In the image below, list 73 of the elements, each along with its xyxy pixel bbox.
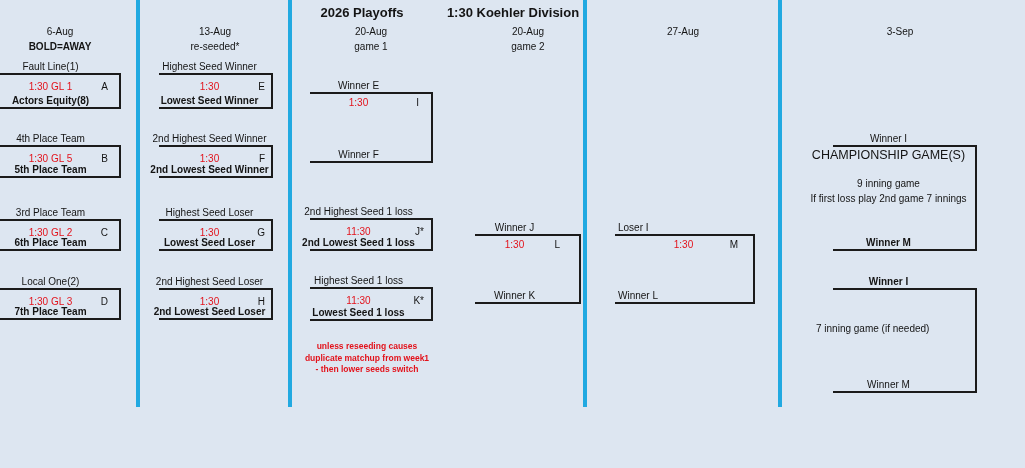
team-name: Winner I [868, 275, 909, 288]
team-name: Fault Line(1) [22, 60, 79, 73]
team-name: Highest Seed Winner [162, 60, 257, 73]
game-letter: F [258, 152, 265, 165]
team-name: 5th Place Team [14, 163, 87, 176]
team-name: Lowest Seed 1 loss [312, 306, 405, 319]
date-heading: 27-Aug [666, 25, 700, 38]
date-heading: 3-Sep [886, 25, 914, 38]
game-time: 1:30 GL 3 [28, 295, 73, 307]
game-note: If first loss play 2nd game 7 innings [810, 192, 967, 205]
team-name: Local One(2) [21, 275, 80, 288]
game-letter: G [257, 226, 265, 239]
team-name: 2nd Highest Seed Winner [152, 132, 267, 145]
team-name: 2nd Highest Seed 1 loss [304, 205, 413, 218]
date-heading: 20-Aug [354, 25, 388, 38]
team-name: Winner L [618, 289, 658, 302]
column-note: BOLD=AWAY [28, 40, 92, 53]
team-name: 2nd Lowest Seed Winner [150, 163, 269, 176]
column-note: game 1 [354, 40, 388, 53]
team-name: Lowest Seed Loser [163, 236, 256, 249]
team-name: Winner E [337, 79, 380, 92]
team-name: 2nd Lowest Seed 1 loss [302, 236, 415, 249]
game-time: 1:30 GL 1 [28, 80, 73, 93]
team-name: Winner F [338, 148, 379, 161]
page-title: 2026 Playoffs [320, 5, 404, 20]
game-title: CHAMPIONSHIP GAME(S) [811, 148, 966, 163]
column-note: game 2 [511, 40, 545, 53]
game-letter: D [100, 295, 108, 308]
team-name: Winner K [493, 289, 536, 302]
team-name: 3rd Place Team [15, 206, 86, 219]
team-name: Loser I [618, 221, 649, 234]
footnote: unless reseeding causes duplicate matchup from week1 - then lower seeds switch [303, 341, 431, 376]
game-time: 1:30 [673, 238, 694, 251]
team-name: Winner I [869, 132, 908, 145]
team-name: 2nd Highest Seed Loser [155, 275, 264, 288]
game-letter: B [101, 152, 108, 165]
team-name: Winner J [494, 221, 535, 234]
column-note: re-seeded* [190, 40, 240, 53]
game-time: 1:30 [199, 152, 220, 165]
date-heading: 6-Aug [46, 25, 74, 38]
division-heading: 1:30 Koehler Division [446, 5, 580, 20]
team-name: 6th Place Team [14, 236, 87, 249]
game-letter: E [258, 80, 265, 93]
game-letter: A [101, 80, 108, 93]
team-name: 2nd Lowest Seed Loser [153, 305, 266, 318]
game-letter: C [100, 226, 108, 239]
team-name: Winner M [867, 378, 910, 391]
game-time: 11:30 [346, 225, 371, 238]
game-time: 1:30 [199, 226, 220, 238]
game-time: 1:30 [199, 295, 220, 307]
game-letter: M [729, 238, 738, 251]
game-note: 9 inning game [857, 177, 920, 190]
game-letter: I [416, 96, 419, 109]
game-letter: H [257, 295, 265, 307]
team-name: Lowest Seed Winner [160, 94, 259, 107]
game-time: 1:30 [199, 80, 220, 93]
date-heading: 13-Aug [198, 25, 232, 38]
team-name: 4th Place Team [16, 132, 85, 145]
game-letter: L [554, 238, 560, 251]
game-time: 1:30 [504, 238, 525, 251]
game-time: 1:30 [348, 96, 369, 109]
game-letter: J* [415, 225, 424, 238]
team-name: Winner M [866, 236, 911, 249]
game-letter: K* [413, 294, 424, 307]
team-name: Highest Seed 1 loss [314, 274, 403, 287]
team-name: Actors Equity(8) [11, 94, 90, 107]
game-time: 11:30 [346, 294, 371, 307]
team-name: 7th Place Team [14, 305, 87, 318]
game-note: 7 inning game (if needed) [816, 322, 930, 335]
game-time: 1:30 GL 2 [28, 226, 73, 238]
team-name: Highest Seed Loser [165, 206, 254, 219]
date-heading: 20-Aug [511, 25, 545, 38]
game-time: 1:30 GL 5 [28, 152, 73, 165]
